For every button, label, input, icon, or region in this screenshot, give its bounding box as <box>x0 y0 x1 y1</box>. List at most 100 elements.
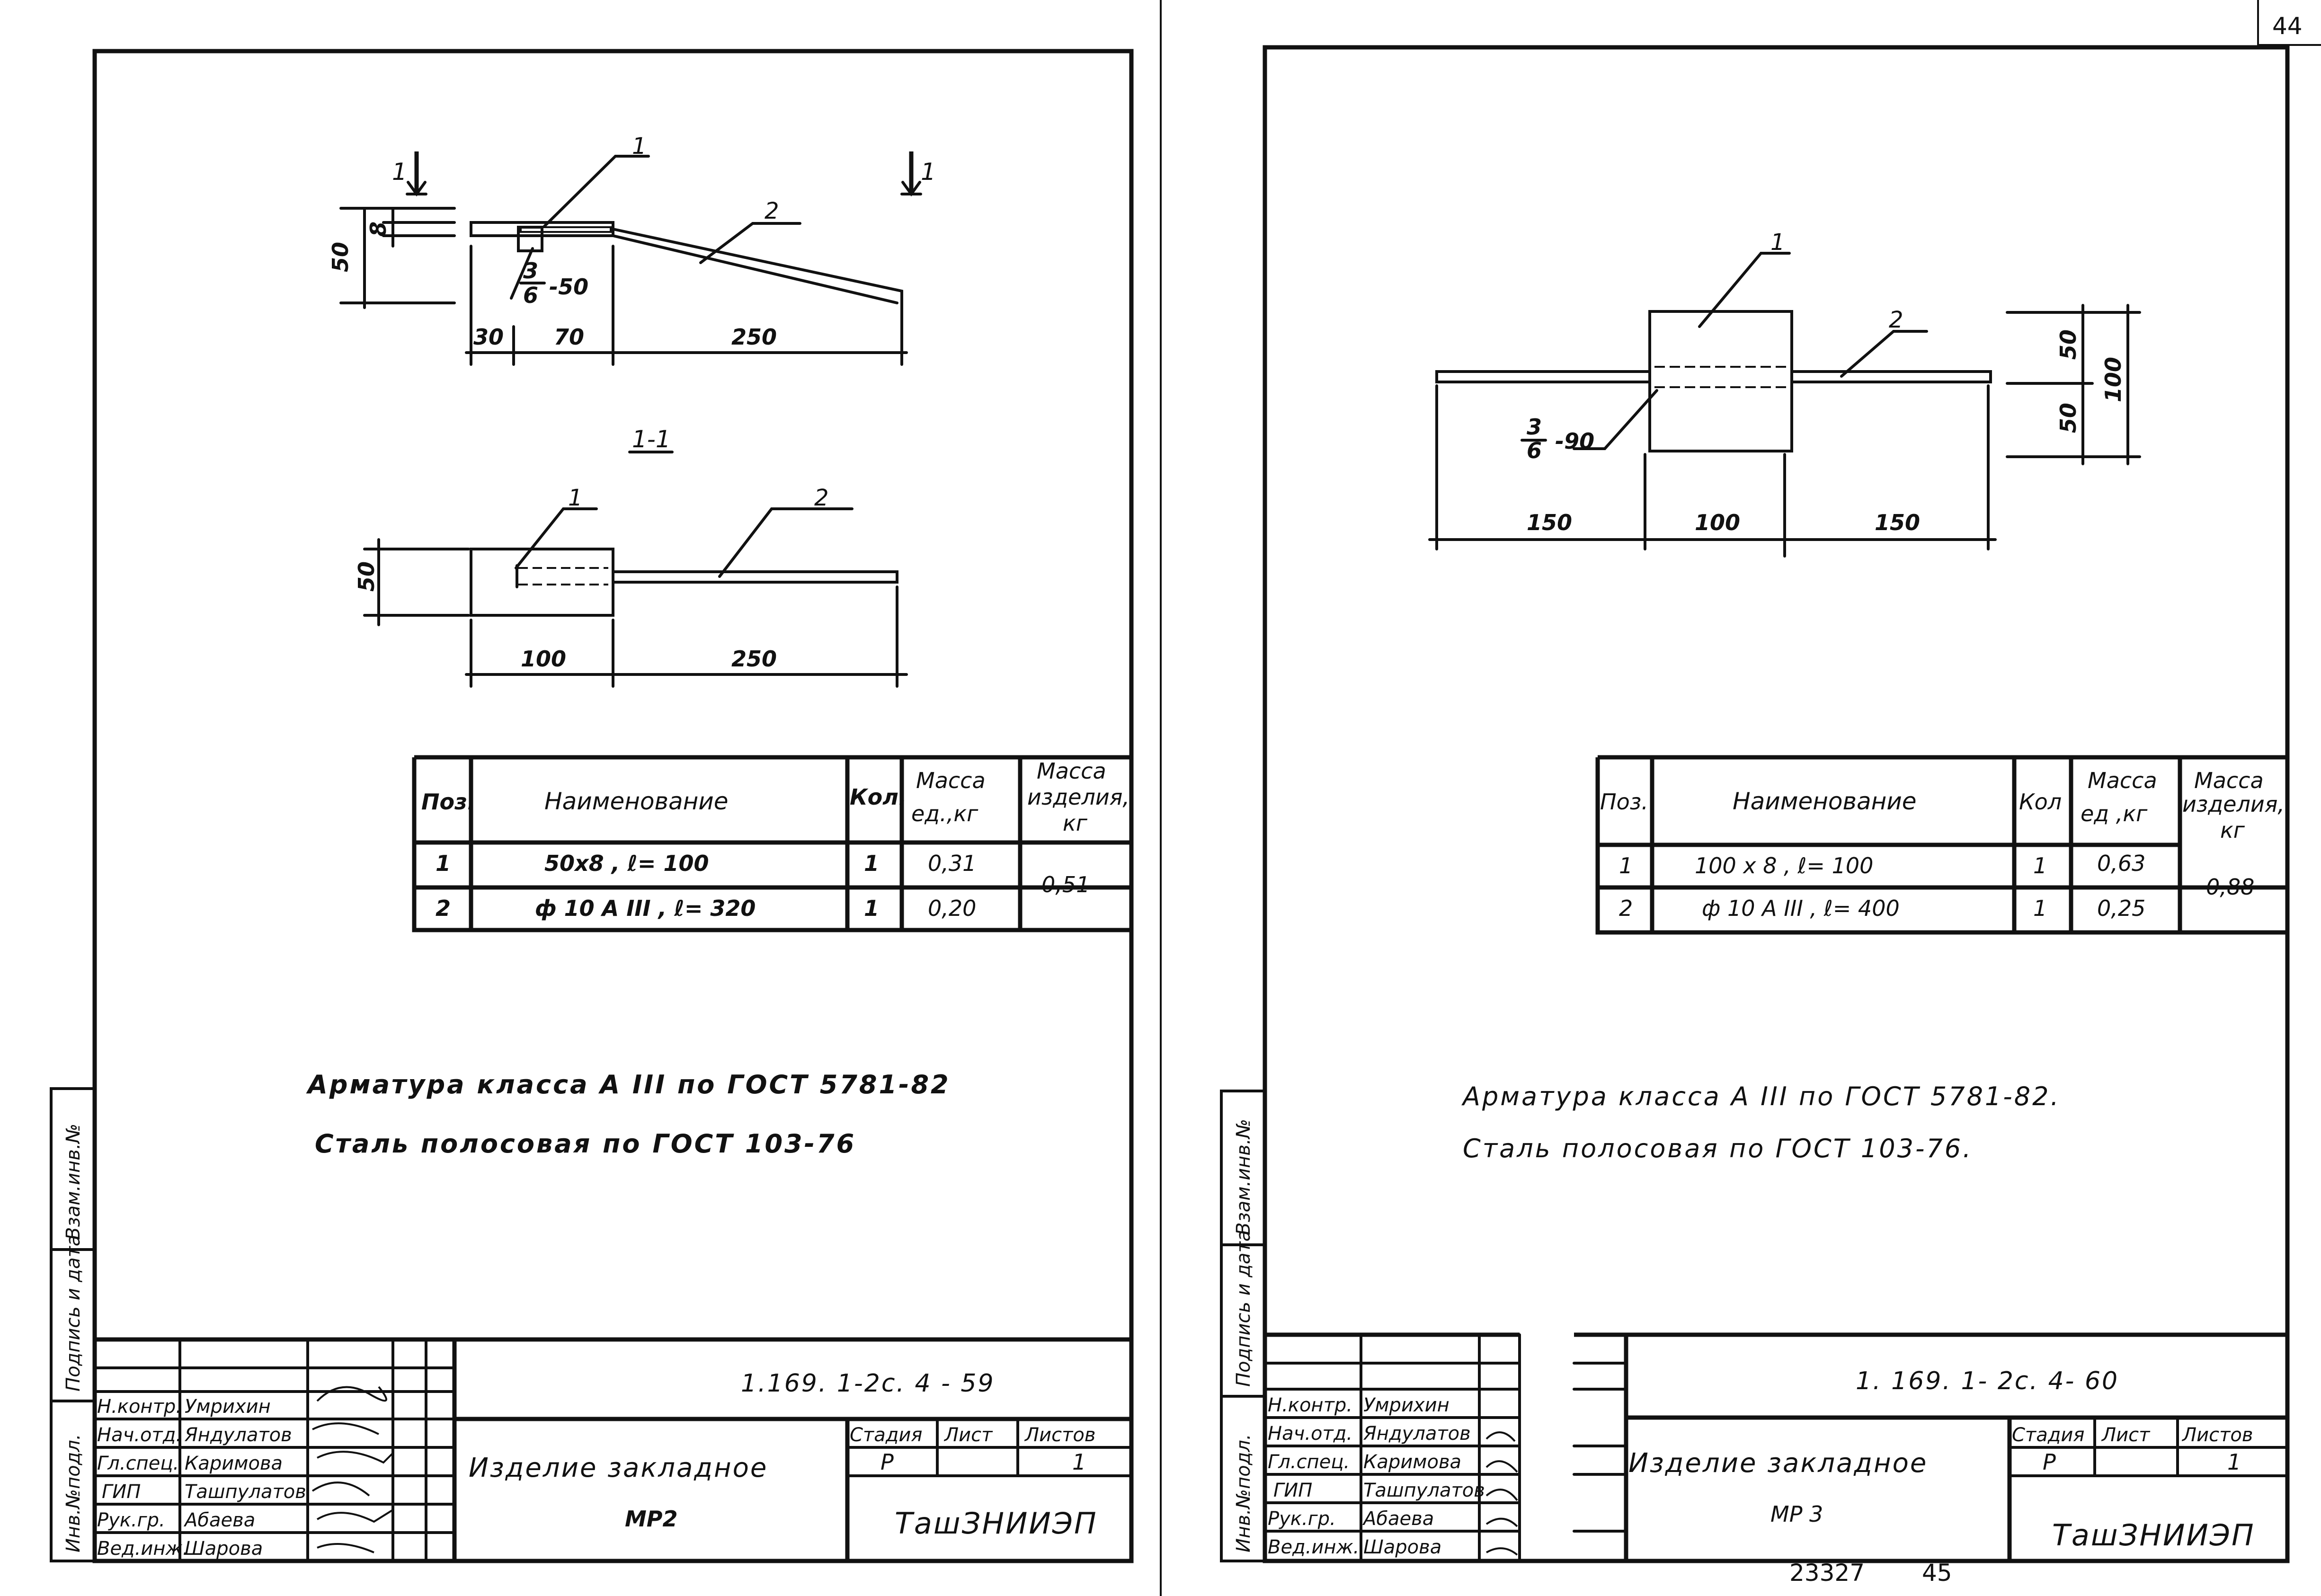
left-signatures <box>311 1386 394 1553</box>
left-dim-30: 30 <box>473 324 504 350</box>
left-dim-70: 70 <box>554 324 584 350</box>
left-r1-pos: 1 <box>436 851 451 876</box>
left-dim-250: 250 <box>731 324 777 350</box>
left-sheets-label: Листов <box>1024 1424 1095 1446</box>
right-title-block: Н.контр. Нач.отд. Гл.спец. ГИП Рук.гр. В… <box>1263 1332 2289 1562</box>
left-role-2: Нач.отд. <box>97 1424 182 1446</box>
left-stage-value: Р <box>880 1449 894 1475</box>
left-th-total-3: кг <box>1063 810 1088 836</box>
right-th-pos: Поз. <box>1600 789 1648 815</box>
right-th-total-3: кг <box>2220 817 2245 843</box>
right-dim-50b: 50 <box>2055 403 2081 433</box>
right-weld-len: -90 <box>1555 428 1594 454</box>
left-section-mark-a: 1 <box>392 158 407 186</box>
left-doc-title: Изделие закладное <box>469 1453 768 1483</box>
right-sheets-value: 1 <box>2227 1449 2241 1475</box>
left-title-block: Н.контр. Нач.отд. Гл.спец. ГИП Рук.гр. В… <box>93 1337 1133 1562</box>
left-elevation-view: 1 1 1 2 3 6 -50 <box>328 133 936 366</box>
left-sec-dim-100: 100 <box>521 646 566 672</box>
right-note-2: Сталь полосовая по ГОСТ 103-76. <box>1463 1134 1973 1163</box>
right-bar-left <box>1435 370 1651 383</box>
left-th-total-1: Масса <box>1037 758 1106 784</box>
right-r2-mass: 0,25 <box>2097 896 2145 921</box>
page-number-box <box>2257 0 2321 46</box>
right-note-1: Арматура класса А ΙΙΙ по ГОСТ 5781-82. <box>1461 1082 2061 1111</box>
right-role-2: Нач.отд. <box>1268 1423 1352 1445</box>
left-frame <box>92 49 1134 1563</box>
left-org: ТашЗНИИЭП <box>895 1506 1098 1541</box>
left-side-label-3: Взам.инв.№ <box>62 1124 84 1240</box>
left-side-label-2: Подпись и дата <box>62 1235 84 1392</box>
left-pos2-label: 2 <box>765 198 779 224</box>
left-th-unit-mass-2: ед.,кг <box>911 801 978 826</box>
left-weld-num: 3 <box>523 258 538 284</box>
right-r1-name: 100 х 8 , ℓ= 100 <box>1695 853 1873 878</box>
right-total-mass: 0,88 <box>2206 874 2254 900</box>
right-side-strip <box>1220 1090 1266 1562</box>
left-name-1: Умрихин <box>185 1396 271 1418</box>
page-number: 44 <box>2272 12 2303 40</box>
left-sheet-label: Лист <box>943 1424 993 1446</box>
right-pos2-label: 2 <box>1889 307 1903 333</box>
left-r1-mass: 0,31 <box>928 851 976 876</box>
left-sec-dim-250: 250 <box>731 646 777 672</box>
left-weld-den: 6 <box>523 283 538 308</box>
left-sec-pos2-label: 2 <box>814 485 829 511</box>
right-r1-qty: 1 <box>2033 853 2047 878</box>
right-r2-qty: 1 <box>2033 896 2047 921</box>
left-sec-pos1-label: 1 <box>568 485 583 511</box>
left-th-total-2: изделия, <box>1027 784 1129 810</box>
left-stage-label: Стадия <box>850 1424 922 1446</box>
right-r1-pos: 1 <box>1619 853 1633 878</box>
left-sheet: Инв.№подл. Подпись и дата Взам.инв.№ 1 1… <box>50 49 1134 1563</box>
left-name-2: Яндулатов <box>184 1424 292 1446</box>
right-dim-150a: 150 <box>1527 510 1572 535</box>
right-plate <box>1648 310 1793 452</box>
right-stage-label: Стадия <box>2012 1424 2084 1446</box>
right-name-3: Каримова <box>1363 1451 1461 1473</box>
right-th-qty: Кол <box>2019 789 2062 815</box>
right-doc-code: 1. 169. 1- 2с. 4- 60 <box>1856 1367 2119 1395</box>
right-r2-pos: 2 <box>1619 896 1633 921</box>
right-stage-value: Р <box>2043 1449 2056 1475</box>
footer-number: 23327 <box>1789 1559 1865 1587</box>
right-side-label-2: Подпись и дата <box>1233 1230 1254 1387</box>
right-frame <box>1263 45 2290 1563</box>
left-name-4: Ташпулатов <box>185 1481 306 1503</box>
right-sheet: Инв.№подл. Подпись и дата Взам.инв.№ 1 2… <box>1220 45 2290 1587</box>
right-name-5: Абаева <box>1362 1508 1434 1530</box>
right-r2-name: ф 10 А ΙΙΙ , ℓ= 400 <box>1702 896 1900 921</box>
left-dim-50: 50 <box>328 242 353 272</box>
left-section-title: 1-1 <box>632 426 671 453</box>
left-section-view: 1-1 1 2 50 100 250 <box>354 426 908 688</box>
right-weld-den: 6 <box>1527 438 1542 463</box>
right-role-3: Гл.спец. <box>1268 1451 1350 1473</box>
left-side-strip <box>50 1087 96 1562</box>
right-dim-100: 100 <box>1695 510 1740 535</box>
right-name-4: Ташпулатов <box>1363 1480 1485 1501</box>
right-dim-150b: 150 <box>1875 510 1920 535</box>
left-pos1-label: 1 <box>632 133 647 160</box>
right-side-label-1: Инв.№подл. <box>1233 1434 1254 1552</box>
left-plate-plan <box>470 548 614 617</box>
right-pos1-label: 1 <box>1770 229 1785 256</box>
right-doc-mark: МР 3 <box>1770 1501 1823 1527</box>
left-sec-dim-50: 50 <box>354 561 379 592</box>
right-bar-right <box>1790 370 1992 383</box>
left-section-mark-b: 1 <box>921 158 936 186</box>
left-dim-8: 8 <box>365 222 391 237</box>
right-role-4: ГИП <box>1273 1480 1312 1501</box>
footer-page: 45 <box>1922 1559 1952 1587</box>
left-doc-mark: МР2 <box>625 1506 678 1532</box>
left-side-label-1: Инв.№подл. <box>62 1434 84 1552</box>
left-r2-name: ф 10 А ΙΙΙ , ℓ= 320 <box>535 896 756 921</box>
left-role-1: Н.контр. <box>97 1396 182 1418</box>
right-side-label-3: Взам.инв.№ <box>1233 1119 1254 1235</box>
right-role-1: Н.контр. <box>1268 1394 1352 1416</box>
left-note-1: Арматура класса А ΙΙΙ по ГОСТ 5781-82 <box>306 1070 951 1099</box>
right-signatures <box>1485 1431 1518 1556</box>
left-r1-name: 50х8 , ℓ= 100 <box>544 851 709 876</box>
left-name-3: Каримова <box>185 1453 283 1474</box>
right-dim-100v: 100 <box>2100 357 2126 402</box>
